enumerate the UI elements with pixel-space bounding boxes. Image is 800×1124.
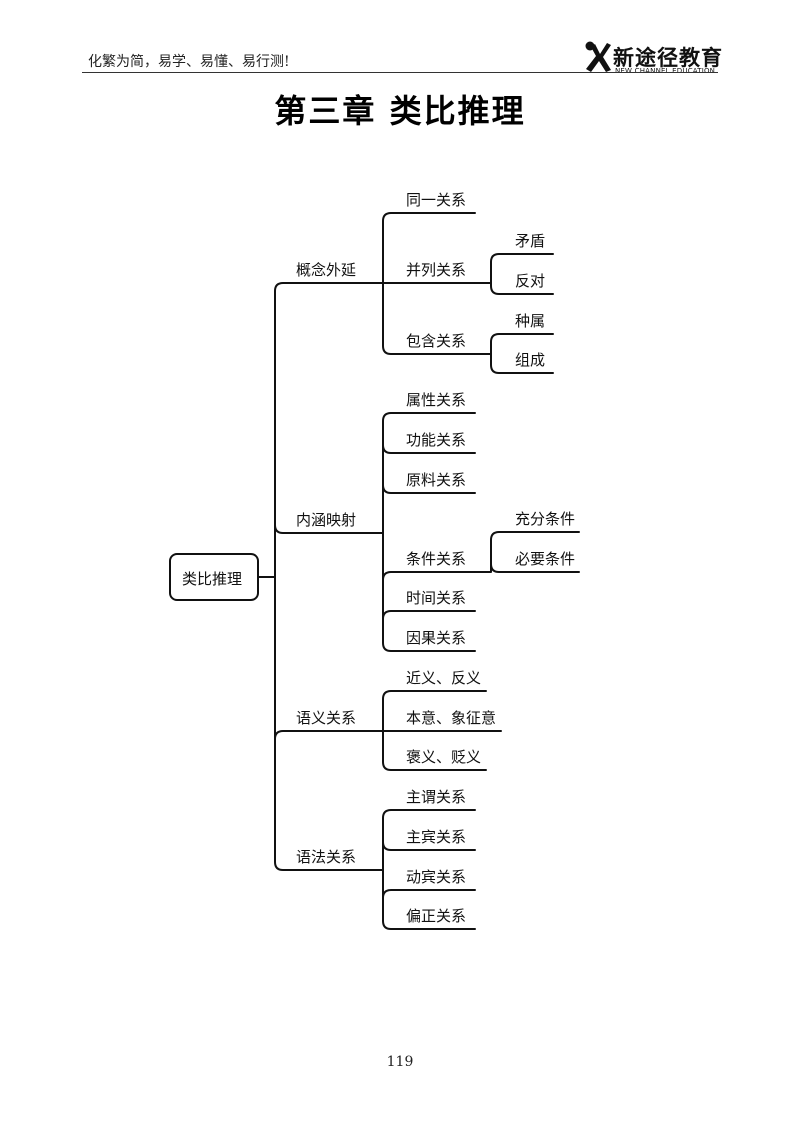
subtopic-label: 种属 [515, 312, 545, 330]
topic-label: 偏正关系 [406, 907, 466, 925]
topic-label: 主谓关系 [406, 788, 466, 806]
branch-bracket-4 [382, 809, 476, 930]
branch-label-3: 语义关系 [296, 709, 356, 727]
topic-label: 主宾关系 [406, 828, 466, 846]
topic-label: 包含关系 [406, 332, 466, 350]
header-slogan: 化繁为简，易学、易懂、易行测! [88, 54, 290, 70]
topic-label: 并列关系 [406, 261, 466, 279]
page-number: 119 [386, 1054, 414, 1070]
subtopic-bracket [474, 333, 554, 374]
root-bracket [274, 282, 384, 871]
logo-name: 新途径教育 [613, 46, 723, 70]
branch-bracket-1 [382, 212, 476, 355]
subtopic-label: 反对 [515, 272, 545, 290]
topic-label: 因果关系 [406, 629, 466, 647]
logo-subtitle: NEW CHANNEL EDUCATION [615, 67, 716, 75]
topic-label: 时间关系 [406, 589, 466, 607]
page-header: 化繁为简，易学、易懂、易行测! 新途径教育 NEW CHANNEL EDUCAT… [0, 0, 800, 80]
topic-label: 功能关系 [406, 431, 466, 449]
topic-label: 本意、象征意 [406, 709, 496, 727]
subtopic-label: 必要条件 [515, 550, 575, 568]
chapter-title: 第三章 类比推理 [274, 92, 526, 130]
topic-label: 原料关系 [406, 471, 466, 489]
branch-label-4: 语法关系 [296, 848, 356, 866]
company-logo: 新途径教育 NEW CHANNEL EDUCATION [583, 40, 723, 76]
subtopic-label: 组成 [515, 351, 545, 369]
branch-label-2: 内涵映射 [296, 511, 356, 529]
branch-bracket-3 [382, 690, 502, 771]
subtopic-bracket [474, 531, 580, 573]
logo-mark-icon [585, 41, 611, 72]
topic-label: 属性关系 [406, 391, 466, 409]
topic-label: 动宾关系 [406, 868, 466, 886]
branch-label-1: 概念外延 [296, 261, 356, 279]
subtopic-label: 矛盾 [515, 232, 545, 250]
root-node-label: 类比推理 [182, 570, 242, 588]
topic-label: 同一关系 [406, 191, 466, 209]
header-rule [82, 72, 718, 73]
topic-label: 褒义、贬义 [406, 748, 481, 766]
branch-bracket-2 [382, 412, 476, 652]
topic-label: 条件关系 [406, 550, 466, 568]
topic-label: 近义、反义 [406, 669, 481, 687]
subtopic-bracket [474, 253, 554, 295]
subtopic-label: 充分条件 [515, 510, 575, 528]
